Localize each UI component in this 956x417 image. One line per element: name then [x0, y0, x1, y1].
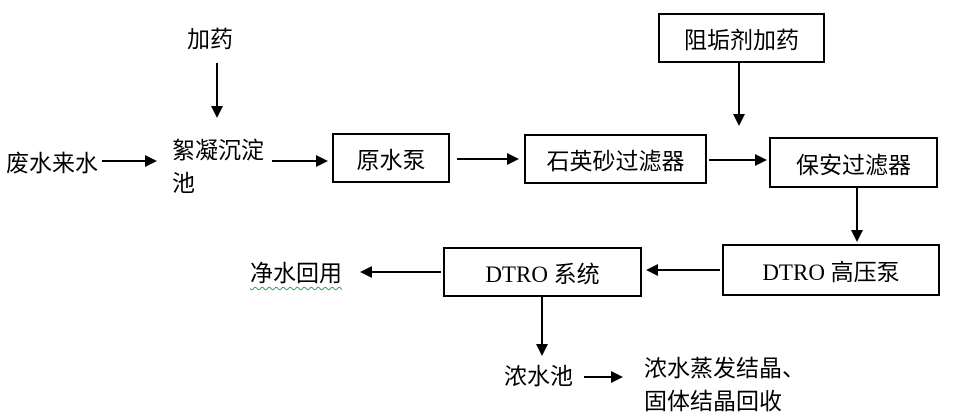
label-flocculation-tank-line2: 池	[172, 171, 195, 196]
node-dtro-high-pressure-pump-label: DTRO 高压泵	[762, 260, 900, 285]
label-concentrate-evaporation-note-line1: 浓水蒸发结晶、	[644, 356, 805, 381]
arrow-dtro-system-to-clean-water-reuse	[360, 266, 441, 278]
node-security-filter-label: 保安过滤器	[796, 152, 911, 178]
arrow-quartz-filter-to-security-filter	[709, 154, 767, 166]
label-dosing: 加药	[187, 27, 233, 52]
node-dtro-system: DTRO 系统	[443, 247, 642, 297]
arrow-security-filter-to-dtro-pump	[851, 188, 863, 242]
node-dtro-system-label: DTRO 系统	[485, 262, 600, 287]
node-security-filter: 保安过滤器	[769, 137, 938, 188]
arrow-antiscalant-to-pipe	[733, 63, 745, 126]
label-flocculation-tank-line1: 絮凝沉淀	[172, 138, 264, 163]
node-quartz-sand-filter-label: 石英砂过滤器	[546, 149, 685, 174]
node-dtro-high-pressure-pump: DTRO 高压泵	[722, 244, 940, 296]
node-raw-water-pump-label: 原水泵	[356, 148, 426, 173]
arrow-dosing-to-flocculation-tank	[211, 63, 223, 118]
arrow-dtro-system-to-concentrate-tank	[536, 297, 548, 356]
label-concentrate-tank: 浓水池	[504, 364, 573, 389]
label-concentrate-evaporation-note: 浓水蒸发结晶、 固体结晶回收	[644, 352, 805, 417]
label-clean-water-reuse-text: 净水回用	[250, 261, 342, 286]
arrow-concentrate-tank-to-evaporation	[584, 371, 623, 383]
arrow-raw-water-pump-to-quartz-filter	[457, 153, 519, 165]
node-antiscalant-dosing: 阻垢剂加药	[658, 13, 825, 63]
node-antiscalant-dosing-label: 阻垢剂加药	[684, 28, 799, 53]
label-clean-water-reuse: 净水回用	[250, 260, 342, 288]
node-raw-water-pump: 原水泵	[332, 133, 450, 183]
label-flocculation-tank: 絮凝沉淀 池	[172, 134, 264, 200]
arrow-wastewater-to-flocculation-tank	[102, 155, 157, 167]
label-concentrate-evaporation-note-line2: 固体结晶回收	[644, 389, 782, 414]
label-wastewater-inflow: 废水来水	[6, 151, 98, 176]
arrow-dtro-pump-to-dtro-system	[646, 264, 720, 276]
arrow-flocculation-tank-to-raw-water-pump	[272, 155, 328, 167]
node-quartz-sand-filter: 石英砂过滤器	[524, 134, 707, 184]
